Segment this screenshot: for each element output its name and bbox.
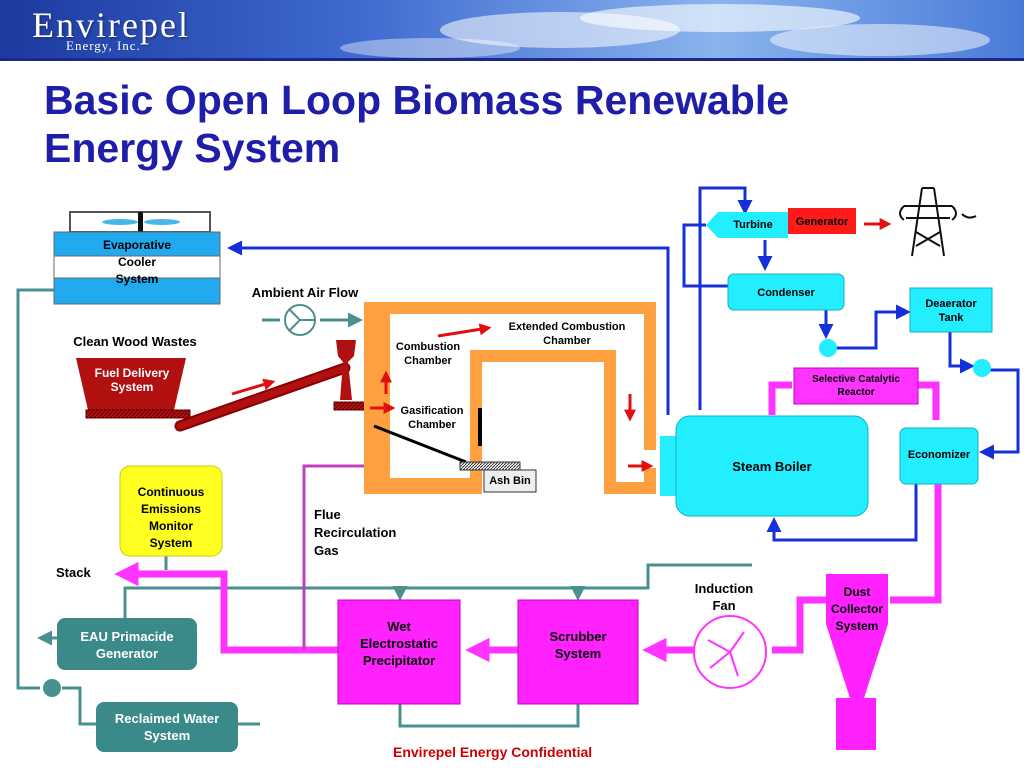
eau-to-esp-line <box>123 586 408 618</box>
combustion-chamber-label: Combustion Chamber <box>395 341 461 367</box>
economizer-label: Economizer <box>907 449 971 461</box>
dust-to-fan-line <box>772 596 826 654</box>
scrubber-box <box>517 599 639 705</box>
generator-box <box>788 208 856 234</box>
cems-box <box>119 465 223 557</box>
flue-recirculation-line <box>302 460 391 650</box>
condenser-label: Condenser <box>757 287 815 299</box>
cyan-equipment <box>43 212 993 697</box>
clean-wood-wastes-label: Clean Wood Wastes <box>73 334 197 349</box>
economizer-to-dust-line <box>890 484 942 604</box>
title-line-2: Energy System <box>44 125 341 171</box>
cems-label: Continuous Emissions Monitor System <box>137 485 205 550</box>
deaerator-label: Deaerator Tank <box>925 298 977 324</box>
esp-label: Wet Electrostatic Precipitator <box>359 619 439 668</box>
turbine-exhaust-line <box>682 223 706 248</box>
fuel-delivery-label: Fuel Delivery System <box>94 366 170 394</box>
combustion-chamber-block <box>364 302 656 494</box>
teal-lines <box>16 288 752 728</box>
ambient-air-flow-label: Ambient Air Flow <box>251 285 359 300</box>
steam-to-turbine-line <box>698 186 753 410</box>
induction-fan-icon <box>693 615 767 689</box>
sky-banner <box>0 0 1024 58</box>
header-banner: Envirepel Energy, Inc. <box>0 0 1024 58</box>
scrubber-label: Scrubber System <box>549 629 607 661</box>
grate-line <box>373 424 467 464</box>
extended-combustion-label: Extended Combustion Chamber <box>508 321 626 347</box>
scr-label: Selective Catalytic Reactor <box>812 374 900 398</box>
fuel-delivery-unit <box>76 340 385 432</box>
condenser-feed-line <box>682 248 730 288</box>
eau-label: EAU Primacide Generator <box>80 629 174 661</box>
deaerator-to-pump-line <box>948 332 975 374</box>
scr-to-economizer-line <box>918 381 940 420</box>
title-line-1: Basic Open Loop Biomass Renewable <box>44 77 790 123</box>
footer-confidential: Envirepel Energy Confidential <box>393 744 593 760</box>
blue-lines <box>227 186 1020 542</box>
ash-bin-label: Ash Bin <box>489 475 531 487</box>
eau-top-line <box>400 563 752 590</box>
logo-subtitle: Energy, Inc. <box>66 38 141 53</box>
scr-box <box>793 367 919 405</box>
reclaimed-water-box <box>96 702 238 752</box>
pump-to-reclaimed-line <box>62 686 96 726</box>
ambient-air-fan <box>284 304 316 336</box>
eau-box <box>57 618 197 670</box>
logo-text: Envirepel <box>32 5 190 45</box>
pump-to-deaerator-line <box>834 304 911 350</box>
induction-fan-label: Induction Fan <box>694 581 754 613</box>
flue-recirculation-label: Flue Recirculation Gas <box>314 507 397 558</box>
turbine-label: Turbine <box>733 219 773 231</box>
stack-label: Stack <box>56 565 91 580</box>
gasification-chamber-label: Gasification Chamber <box>400 405 464 431</box>
ash-bin-box <box>483 469 537 493</box>
boiler-to-cooler-line <box>227 240 670 415</box>
dust-collector-unit <box>826 574 888 750</box>
header-divider <box>0 58 1024 61</box>
power-tower-icon <box>899 187 977 257</box>
cooler-water-return-line <box>16 288 56 690</box>
steam-boiler-label: Steam Boiler <box>732 459 812 474</box>
economizer-to-boiler-line <box>766 484 918 542</box>
reclaimed-water-label: Reclaimed Water System <box>114 711 220 743</box>
generator-label: Generator <box>795 216 849 228</box>
red-flow-arrows <box>231 218 892 472</box>
esp-to-stack-arrow <box>114 561 338 654</box>
reclaimed-bottom-line <box>398 700 580 728</box>
boiler-to-scr-line <box>768 381 792 415</box>
esp-box <box>337 599 461 705</box>
fuel-flow-arrow <box>231 378 276 396</box>
extended-flow-arrow <box>437 323 492 338</box>
ash-auger <box>459 461 521 471</box>
evaporative-cooler-unit <box>53 211 221 305</box>
page-title: Basic Open Loop Biomass Renewable Energy… <box>44 76 944 172</box>
dust-collector-label: Dust Collector System <box>830 585 883 633</box>
evaporative-cooler-label: Evaporative Cooler System <box>102 238 172 286</box>
pump-to-economizer-line <box>979 368 1020 460</box>
flue-lines <box>114 381 942 663</box>
